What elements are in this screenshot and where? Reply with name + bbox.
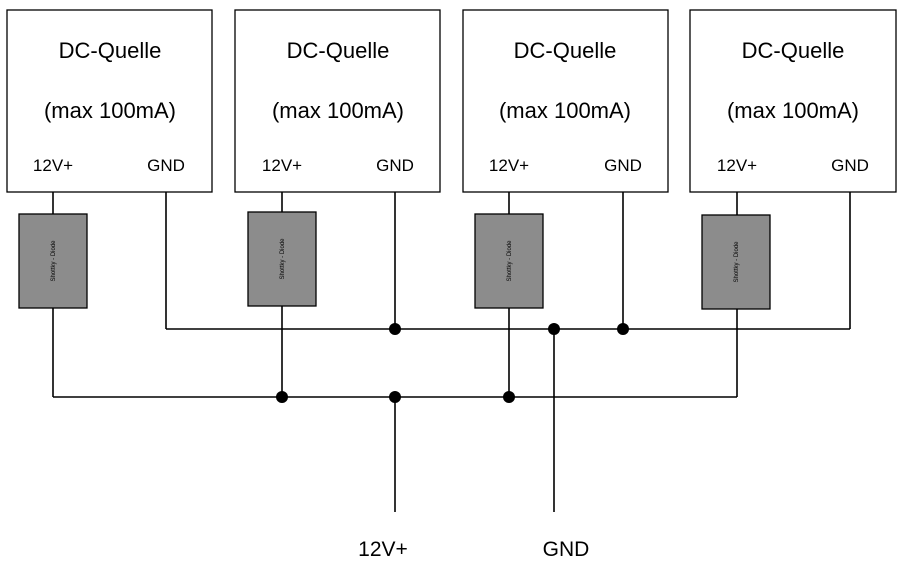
- junction-dot: [276, 391, 288, 403]
- junctions: [276, 323, 629, 403]
- schottky-diode-1: Shottky - Diode: [18, 213, 88, 309]
- diode-label: Shottky - Diode: [734, 241, 740, 283]
- dc-source-gnd-label: GND: [376, 156, 414, 175]
- diode-body: [247, 211, 317, 307]
- dc-source-title: DC-Quelle: [514, 38, 617, 63]
- output-ground-label: GND: [543, 538, 590, 561]
- diode-label: Shottky - Diode: [51, 240, 57, 282]
- dc-source-pos-label: 12V+: [33, 156, 73, 175]
- dc-source-gnd-label: GND: [604, 156, 642, 175]
- diode-label: Shottky - Diode: [280, 238, 286, 280]
- dc-source-pos-label: 12V+: [489, 156, 529, 175]
- dc-source-rating: (max 100mA): [44, 98, 176, 123]
- dc-source-title: DC-Quelle: [59, 38, 162, 63]
- dc-source-title: DC-Quelle: [287, 38, 390, 63]
- dc-source-box: [6, 9, 213, 193]
- junction-dot: [389, 323, 401, 335]
- junction-dot: [503, 391, 515, 403]
- dc-source-1: DC-Quelle (max 100mA) 12V+ GND: [6, 9, 213, 193]
- dc-source-pos-label: 12V+: [717, 156, 757, 175]
- schottky-diode-2: Shottky - Diode: [247, 211, 317, 307]
- dc-source-box: [689, 9, 897, 193]
- dc-source-rating: (max 100mA): [727, 98, 859, 123]
- dc-source-box: [234, 9, 441, 193]
- dc-source-box: [462, 9, 669, 193]
- junction-dot: [548, 323, 560, 335]
- diode-body: [701, 214, 771, 310]
- dc-source-title: DC-Quelle: [742, 38, 845, 63]
- dc-source-gnd-label: GND: [831, 156, 869, 175]
- output-positive-label: 12V+: [358, 538, 408, 561]
- schottky-diode-3: Shottky - Diode: [474, 213, 544, 309]
- diode-body: [474, 213, 544, 309]
- diode-body: [18, 213, 88, 309]
- dc-source-4: DC-Quelle (max 100mA) 12V+ GND: [689, 9, 897, 193]
- diode-label: Shottky - Diode: [507, 240, 513, 282]
- junction-dot: [617, 323, 629, 335]
- dc-source-rating: (max 100mA): [499, 98, 631, 123]
- dc-source-rating: (max 100mA): [272, 98, 404, 123]
- schottky-diode-4: Shottky - Diode: [701, 214, 771, 310]
- dc-source-gnd-label: GND: [147, 156, 185, 175]
- dc-source-2: DC-Quelle (max 100mA) 12V+ GND: [234, 9, 441, 193]
- junction-dot: [389, 391, 401, 403]
- dc-source-pos-label: 12V+: [262, 156, 302, 175]
- dc-source-3: DC-Quelle (max 100mA) 12V+ GND: [462, 9, 669, 193]
